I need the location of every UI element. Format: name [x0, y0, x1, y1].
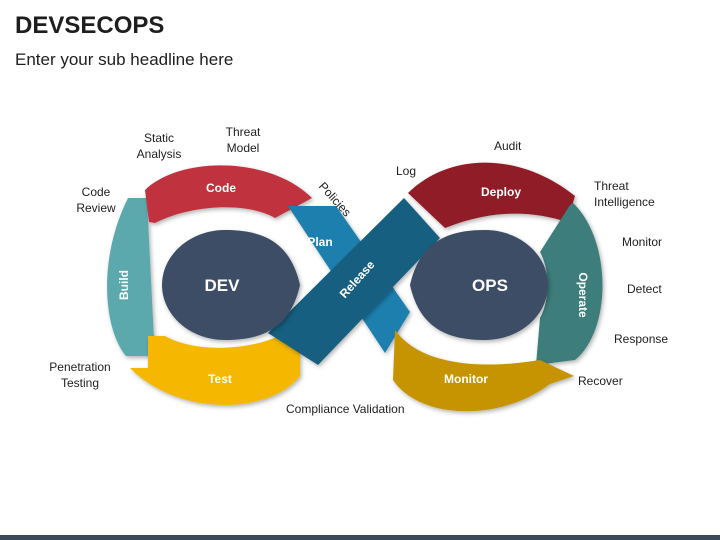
annotation-recover: Recover	[578, 374, 623, 388]
build-segment	[107, 198, 155, 356]
annotation-threat-intelligence: Threat Intelligence	[594, 179, 655, 209]
build-label: Build	[117, 270, 131, 300]
ops-core	[410, 230, 548, 340]
footer-bar	[0, 535, 720, 540]
annotation-code-review: Code Review	[76, 185, 116, 215]
test-label: Test	[208, 372, 232, 386]
annotation-response: Response	[614, 332, 669, 346]
annotation-threat-model: Threat Model	[225, 125, 261, 155]
monitor-label: Monitor	[444, 372, 488, 386]
ops-label: OPS	[472, 276, 508, 295]
deploy-label: Deploy	[481, 185, 521, 199]
code-segment	[145, 165, 312, 223]
page-title: DEVSECOPS	[15, 12, 165, 39]
annotation-static-analysis: Static Analysis	[136, 131, 182, 161]
deploy-segment	[408, 162, 575, 228]
page-subtitle: Enter your sub headline here	[15, 50, 234, 69]
annotation-monitor: Monitor	[622, 235, 663, 249]
release-band	[268, 198, 440, 365]
annotation-log: Log	[396, 164, 417, 178]
test-segment	[130, 323, 300, 406]
annotation-audit: Audit	[494, 139, 522, 153]
monitor-segment	[393, 330, 574, 412]
annotation-compliance-validation: Compliance Validation	[286, 402, 405, 416]
annotation-detect: Detect	[627, 282, 662, 296]
code-label: Code	[206, 181, 236, 195]
dev-label: DEV	[205, 276, 241, 295]
plan-label: Plan	[307, 235, 332, 249]
operate-label: Operate	[576, 272, 590, 318]
operate-segment	[536, 203, 603, 365]
annotation-penetration-testing: Penetration Testing	[49, 360, 111, 390]
dev-core	[162, 230, 300, 340]
